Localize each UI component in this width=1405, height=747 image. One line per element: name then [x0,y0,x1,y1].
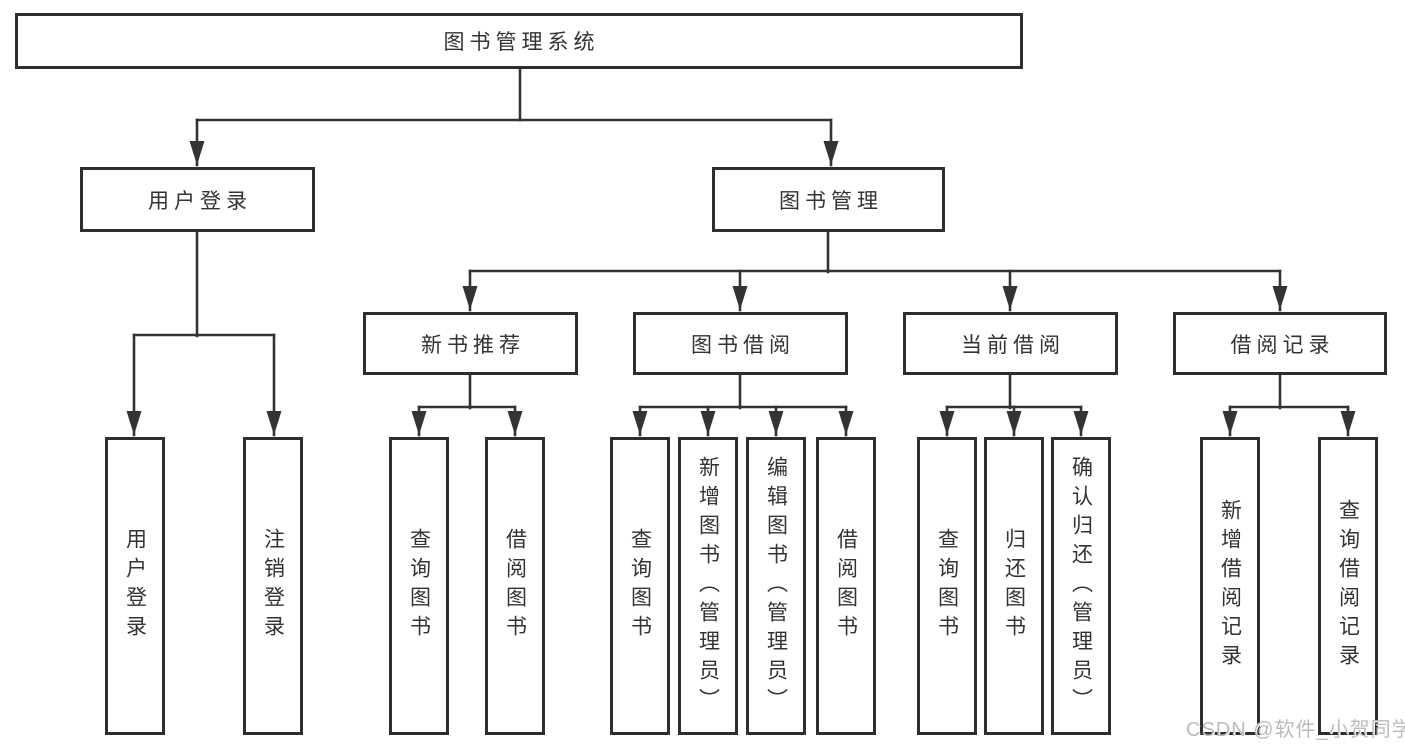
node-library-management-system: 图书管理系统 [15,13,1023,69]
connector-new-book-to-leaves [411,373,523,437]
node-leaf-user-login: 用户登录 [105,437,165,735]
node-leaf-query-books-current: 查询图书 [917,437,977,735]
node-leaf-add-books-admin: 新增图书（管理员） [678,437,738,735]
node-borrowing-records: 借阅记录 [1173,312,1387,375]
connector-user-login-to-leaves [126,230,282,437]
connector-book-mgmt-to-level3 [462,230,1288,312]
connector-book-borrow-to-leaves [632,373,854,437]
node-leaf-query-books-recommend: 查询图书 [389,437,449,735]
node-user-login: 用户登录 [80,167,315,232]
node-leaf-borrow-books-recommend: 借阅图书 [485,437,545,735]
node-new-book-recommendation: 新书推荐 [363,312,578,375]
node-current-borrowing: 当前借阅 [903,312,1118,375]
node-leaf-borrow-books: 借阅图书 [816,437,876,735]
node-leaf-query-borrow-record: 查询借阅记录 [1318,437,1378,735]
connector-root-to-level2 [189,67,839,167]
node-leaf-add-borrow-record: 新增借阅记录 [1200,437,1260,735]
connector-borrow-records-to-leaves [1222,373,1356,437]
node-leaf-edit-books-admin: 编辑图书（管理员） [746,437,806,735]
csdn-watermark: CSDN @软件_小贺同学 [1186,719,1405,741]
node-leaf-return-books: 归还图书 [984,437,1044,735]
node-leaf-confirm-return-admin: 确认归还（管理员） [1051,437,1111,735]
connector-current-borrow-to-leaves [939,373,1089,437]
node-book-management: 图书管理 [712,167,945,232]
node-leaf-query-books-borrow: 查询图书 [610,437,670,735]
node-leaf-logout: 注销登录 [243,437,303,735]
node-book-borrowing: 图书借阅 [633,312,848,375]
